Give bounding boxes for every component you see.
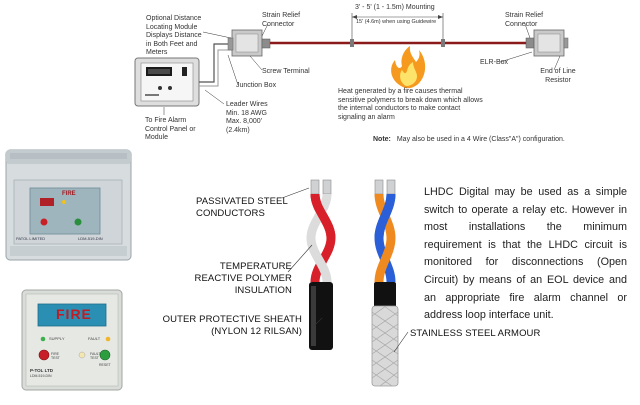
junction-box-label: Junction Box — [236, 82, 277, 89]
lower-module-supply: SUPPLY — [49, 336, 65, 341]
polymer-insulation-label: TEMPERATURE REACTIVE POLYMER INSULATION — [194, 261, 292, 296]
upper-module-brand: PATOL LIMITED — [16, 236, 46, 241]
leader-wire-out — [199, 49, 232, 87]
din-module-upper — [5, 149, 132, 261]
leader-wire — [199, 43, 232, 83]
junction-box — [227, 29, 271, 57]
elr-box-label: ELR-Box — [480, 59, 509, 66]
strain-relief-right-label: Strain Relief Connector — [505, 12, 544, 28]
din-module-lower — [21, 289, 123, 391]
distance-locating-module — [134, 57, 200, 107]
lower-module-fault: FAULT — [88, 336, 101, 341]
mounting-label: 3' - 5' (1 - 1.5m) Mounting — [355, 4, 435, 11]
strain-relief-left-label: Strain Relief Connector — [262, 12, 301, 28]
note-label: Note: — [373, 136, 391, 143]
stainless-armour-label: STAINLESS STEEL ARMOUR — [410, 328, 541, 339]
description-paragraph: LHDC Digital may be used as a simple swi… — [424, 186, 627, 322]
flame-icon — [391, 46, 426, 89]
upper-module-model: LDM-519-DIN — [78, 236, 103, 241]
lower-module-model: LDM-519-DIN — [30, 374, 52, 378]
fire-alarm-label: To Fire Alarm Control Panel or Module — [145, 117, 196, 141]
upper-module-fire: FIRE — [62, 191, 76, 197]
lower-module-fault-test: FAULT TEST — [90, 352, 101, 360]
outer-sheath-label: OUTER PROTECTIVE SHEATH (NYLON 12 RILSAN… — [162, 314, 302, 337]
elr-box — [525, 29, 569, 57]
lower-module-fire: FIRE — [56, 306, 92, 322]
twisted-pair-cable — [306, 179, 336, 350]
lower-module-brand: P-TOL LTD — [30, 368, 53, 373]
heat-note: Heat generated by a fire causes thermal … — [338, 88, 483, 121]
lower-module-fire-test: FIRE TEST — [51, 352, 60, 360]
leader-wires-label: Leader Wires Min. 18 AWG Max. 8,000' (2.… — [226, 101, 268, 134]
note: Note: May also be used in a 4 Wire (Clas… — [373, 136, 633, 145]
mounting-clips — [350, 39, 445, 47]
lower-module-reset: RESET — [99, 363, 111, 367]
note-text: May also be used in a 4 Wire (Class"A") … — [396, 136, 565, 143]
armoured-cable — [371, 179, 399, 387]
module-note: Optional Distance Locating Module Displa… — [146, 15, 202, 56]
mounting-guidewire-label: 15' (4.6m) when using Guidewire — [356, 19, 437, 25]
screw-terminal-label: Screw Terminal — [262, 68, 310, 75]
passivated-conductors-label: PASSIVATED STEEL CONDUCTORS — [196, 196, 288, 219]
end-of-line-label: End of Line Resistor — [540, 68, 576, 84]
